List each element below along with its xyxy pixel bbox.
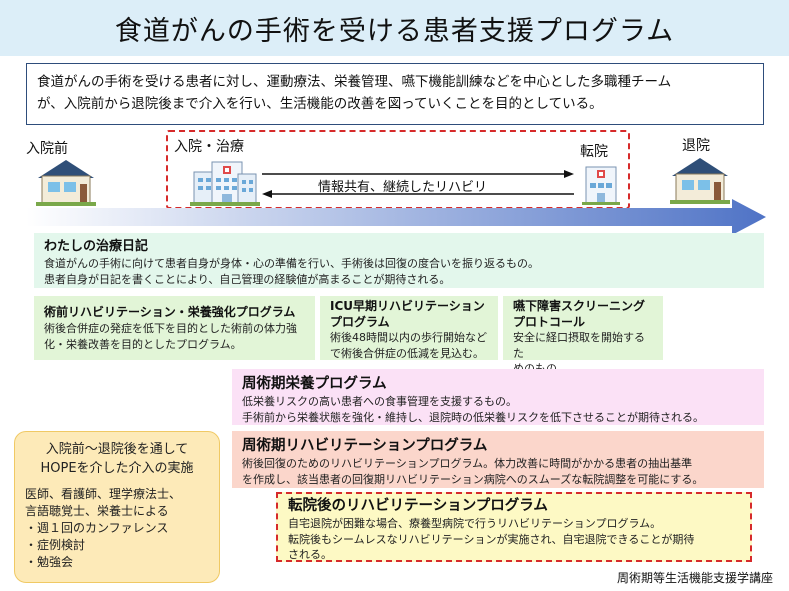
icu-rehab-title-1: ICU早期リハビリテーション <box>330 299 485 313</box>
post-transfer-line-2: 転院後もシームレスなリハビリテーションが実施され、自宅退院できることが期待 <box>288 532 695 546</box>
nutrition-program-box: 周術期栄養プログラム 低栄養リスクの高い患者への食事管理を支援するもの。 手術前… <box>232 369 764 425</box>
hospital-building-icon <box>190 161 260 206</box>
bidirectional-arrow-icon <box>262 170 574 198</box>
icu-rehab-line-1: 術後48時間以内の歩行開始など <box>330 331 487 344</box>
nutrition-line-2: 手術前から栄養状態を強化・維持し、退院時の低栄養リスクを低下させることが期待され… <box>242 410 704 424</box>
post-transfer-rehab-box: 転院後のリハビリテーションプログラム 自宅退院が困難な場合、療養型病院で行うリハ… <box>276 492 752 562</box>
hope-staff-1: 医師、看護師、理学療法士、 <box>25 487 182 501</box>
timeline-arrow <box>26 199 766 235</box>
hope-item-conference: ・週１回のカンファレンス <box>25 521 169 535</box>
preop-rehab-line-2: 化・栄養改善を目的としたプログラム。 <box>44 337 242 351</box>
periop-rehab-title: 周術期リハビリテーションプログラム <box>242 438 488 454</box>
summary-line-1: 食道がんの手術を受ける患者に対し、運動療法、栄養管理、嚥下機能訓練などを中心とし… <box>37 74 672 90</box>
summary-line-2: が、入院前から退院後まで介入を行い、生活機能の改善を図っていくことを目的としてい… <box>37 96 603 112</box>
nutrition-title: 周術期栄養プログラム <box>242 376 387 392</box>
house-icon <box>670 158 730 204</box>
swallow-line-1: 安全に経口摂取を開始するた <box>513 331 645 360</box>
title-bar: 食道がんの手術を受ける患者支援プログラム <box>0 0 789 56</box>
swallow-screening-box: 嚥下障害スクリーニング プロトコール 安全に経口摂取を開始するた めのもの。 <box>503 296 663 375</box>
preop-rehab-title: 術前リハビリテーション・栄養強化プログラム <box>44 305 296 319</box>
periop-rehab-line-1: 術後回復のためのリハビリテーションプログラム。体力改善に時間がかかる患者の抽出基… <box>242 457 693 470</box>
stage-label-before-admission: 入院前 <box>26 141 68 157</box>
post-transfer-title: 転院後のリハビリテーションプログラム <box>288 498 548 514</box>
post-transfer-line-3: される。 <box>288 548 332 561</box>
periop-rehab-line-2: を作成し、該当患者の回復期リハビリテーション病院へのスムーズな転院調整を可能にす… <box>242 472 704 486</box>
preop-rehab-line-1: 術後合併症の発症を低下を目的とした術前の体力強 <box>44 322 297 335</box>
hope-item-case-study: ・症例検討 <box>25 538 86 552</box>
summary-box: 食道がんの手術を受ける患者に対し、運動療法、栄養管理、嚥下機能訓練などを中心とし… <box>26 63 764 125</box>
hope-intervention-box: 入院前～退院後を通して HOPEを介した介入の実施 医師、看護師、理学療法士、 … <box>14 431 220 583</box>
preop-rehab-box: 術前リハビリテーション・栄養強化プログラム 術後合併症の発症を低下を目的とした術… <box>34 296 315 360</box>
footer-department: 周術期等生活機能支援学講座 <box>616 571 773 585</box>
swallow-title-2: プロトコール <box>513 314 586 329</box>
info-sharing-label: 情報共有、継続したリハビリ <box>318 180 488 195</box>
stage-label-transfer: 転院 <box>580 144 608 160</box>
icu-rehab-box: ICU早期リハビリテーション プログラム 術後48時間以内の歩行開始など で術後… <box>320 296 498 360</box>
page-title: 食道がんの手術を受ける患者支援プログラム <box>114 15 675 47</box>
diary-title: わたしの治療日記 <box>44 239 149 254</box>
periop-rehab-box: 周術期リハビリテーションプログラム 術後回復のためのリハビリテーションプログラム… <box>232 431 764 488</box>
hope-staff-2: 言語聴覚士、栄養士による <box>25 504 169 518</box>
house-icon <box>36 160 96 206</box>
icu-rehab-title-2: プログラム <box>330 314 390 329</box>
diary-program-box: わたしの治療日記 食道がんの手術に向けて患者自身が身体・心の準備を行い、手術後は… <box>34 233 764 288</box>
hope-item-study-group: ・勉強会 <box>25 555 74 569</box>
nutrition-line-1: 低栄養リスクの高い患者への食事管理を支援するもの。 <box>242 395 517 408</box>
diary-line-1: 食道がんの手術に向けて患者自身が身体・心の準備を行い、手術後は回復の度合いを振り… <box>44 257 539 270</box>
diary-line-2: 患者自身が日記を書くことにより、自己管理の経験値が高まることが期待される。 <box>44 272 451 286</box>
stage-label-admission-treatment: 入院・治療 <box>174 139 244 155</box>
icu-rehab-line-2: で術後合併症の低減を見込む。 <box>330 346 484 360</box>
stage-label-discharge: 退院 <box>682 138 710 154</box>
post-transfer-line-1: 自宅退院が困難な場合、療養型病院で行うリハビリテーションプログラム。 <box>288 517 662 530</box>
swallow-title-1: 嚥下障害スクリーニング <box>513 299 646 313</box>
clinic-icon <box>582 166 620 205</box>
hope-head-1: 入院前～退院後を通して <box>45 442 189 457</box>
hope-head-2: HOPEを介した介入の実施 <box>40 461 194 476</box>
